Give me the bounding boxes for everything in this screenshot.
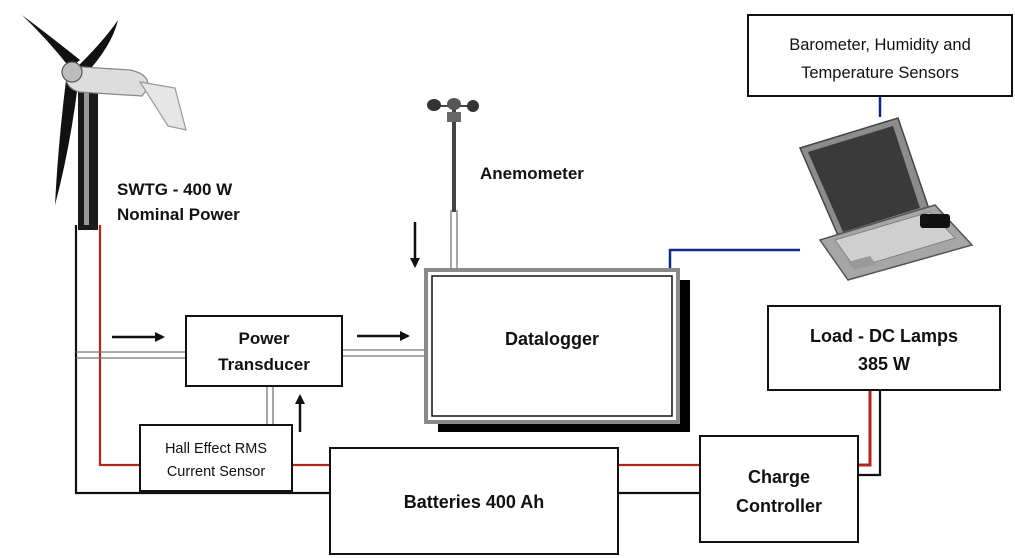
turbine-label-line2: Nominal Power	[117, 205, 240, 224]
power-transducer-line2: Transducer	[218, 355, 310, 374]
signal-lines	[76, 210, 458, 425]
data-links	[668, 96, 882, 272]
load-label-line2: 385 W	[858, 354, 910, 374]
power-wiring	[74, 225, 882, 495]
datalogger-box: Datalogger	[424, 268, 690, 432]
wire-red-cc-load	[858, 390, 872, 467]
wind-turbine-icon	[22, 15, 187, 230]
turbine-blade-1	[22, 15, 80, 68]
hall-sensor-line1: Hall Effect RMS	[165, 441, 267, 457]
charge-controller-line2: Controller	[736, 496, 822, 516]
load-label-line1: Load - DC Lamps	[810, 326, 958, 346]
batteries-box: Batteries 400 Ah	[329, 447, 619, 555]
charge-controller-box: Charge Controller	[699, 435, 859, 543]
turbine-hub	[61, 61, 83, 83]
wire-black-main	[74, 225, 330, 495]
anemometer-label: Anemometer	[480, 164, 584, 183]
wire-black-cc-load	[858, 390, 882, 477]
hall-sensor-box: Hall Effect RMS Current Sensor	[139, 424, 293, 492]
batteries-label: Batteries 400 Ah	[404, 492, 544, 512]
hall-sensor-line2: Current Sensor	[167, 464, 265, 480]
arrows	[112, 222, 420, 432]
turbine-tail	[138, 81, 187, 131]
link-datalogger-laptop	[668, 248, 800, 272]
sensors-label-line1: Barometer, Humidity and	[789, 36, 971, 54]
turbine-blade-2	[74, 20, 118, 76]
turbine-blade-3	[55, 80, 78, 205]
datalogger-label: Datalogger	[505, 329, 599, 349]
wire-red-main	[98, 225, 140, 467]
charge-controller-line1: Charge	[748, 467, 810, 487]
turbine-label-line1: SWTG - 400 W	[117, 180, 233, 199]
power-transducer-box: Power Transducer	[185, 315, 343, 387]
sensors-box: Barometer, Humidity and Temperature Sens…	[747, 14, 1013, 97]
anemometer-icon	[427, 98, 479, 212]
power-transducer-line1: Power	[238, 329, 289, 348]
load-box: Load - DC Lamps 385 W	[767, 305, 1001, 391]
sensors-label-line2: Temperature Sensors	[801, 64, 959, 82]
laptop-icon	[798, 117, 974, 281]
